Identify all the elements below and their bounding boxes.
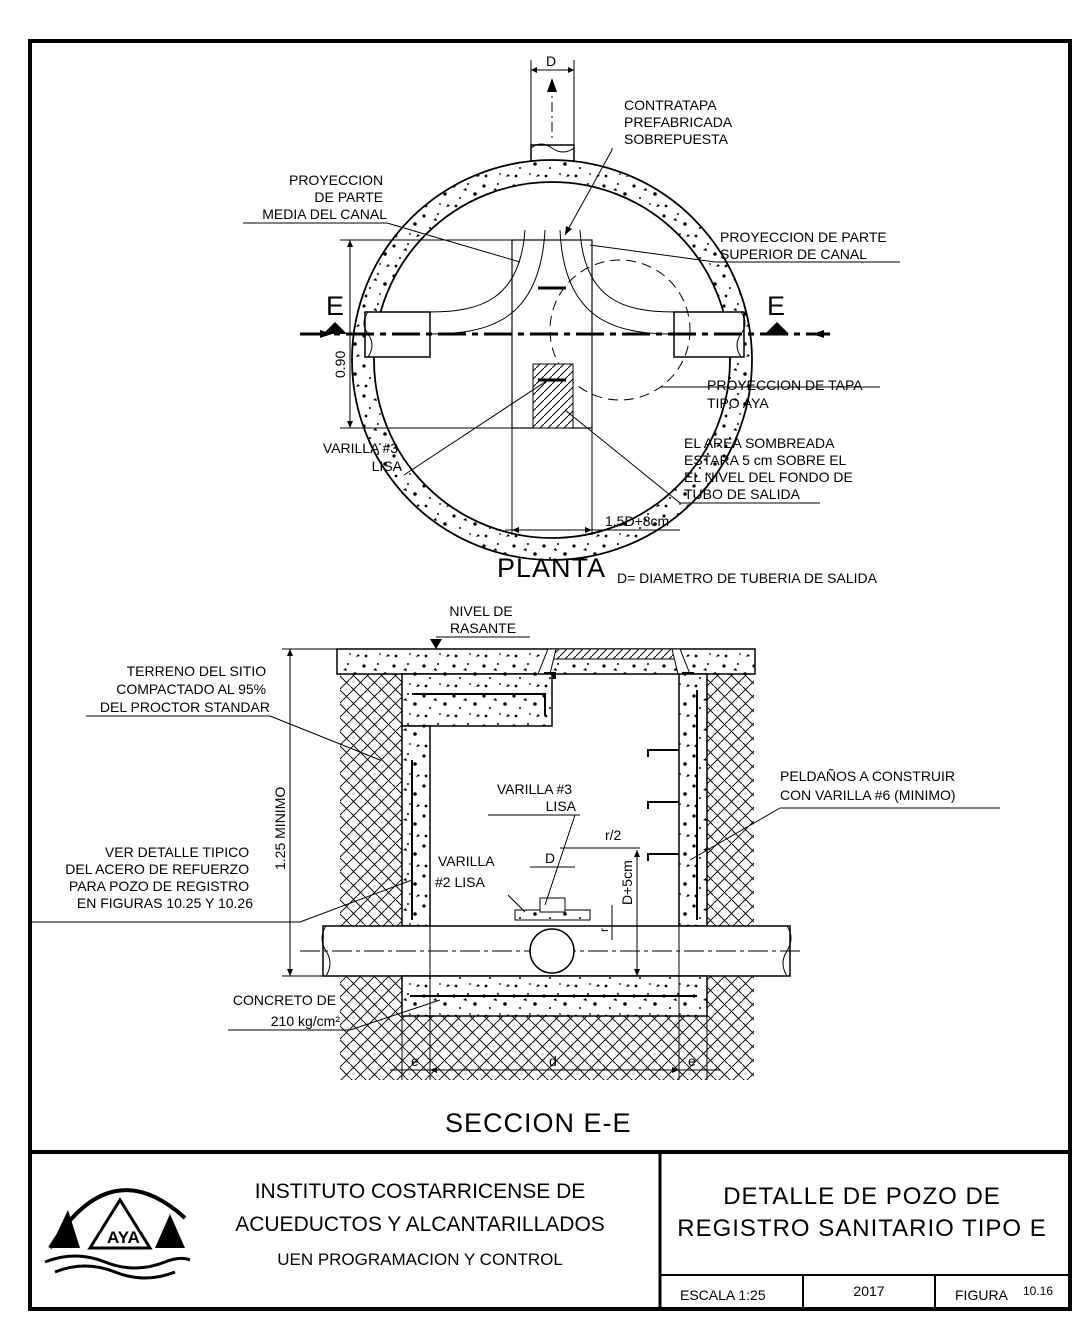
plan-note: D= DIAMETRO DE TUBERIA DE SALIDA [617,570,878,586]
section-dim-d5cm: D+5cm [619,860,635,905]
institution-line2: ACUEDUCTOS Y ALCANTARILLADOS [235,1213,605,1236]
top-slab [401,673,553,727]
section-dim-r: r [597,928,611,932]
section-mark-right: E [767,291,786,321]
label-concreto: CONCRETO DE 210 kg/cm² [233,992,340,1029]
plan-view: D E E 0.90 [243,53,900,586]
title-block: AYA INSTITUTO COSTARRICENSE DE ACUEDUCTO… [30,1150,1070,1309]
section-dim-e-right: e [688,1053,696,1069]
section-dim-e-left: e [411,1053,419,1069]
label-terreno: TERRENO DEL SITIO COMPACTADO AL 95% DEL … [100,663,270,715]
section-dim-r2: r/2 [605,827,622,843]
shaded-area [532,363,574,429]
plan-dim-090: 0.90 [332,351,348,378]
label-contratapa: CONTRATAPA PREFABRICADA SOBREPUESTA [624,97,735,147]
figure-label: FIGURA [955,1287,1009,1303]
institution-line3: UEN PROGRAMACION Y CONTROL [277,1250,563,1269]
plan-dim-15d: 1.5D+8cm [605,513,669,529]
label-proyeccion-superior: PROYECCION DE PARTE SUPERIOR DE CANAL [720,229,891,262]
year-label: 2017 [853,1283,884,1299]
wall-left [401,725,431,927]
section-mark-left: E [326,291,345,321]
aya-logo: AYA [44,1188,191,1280]
plan-dim-d: D [546,53,556,69]
sheet-border [28,39,1072,1311]
manhole-ring-inner [373,181,731,539]
wall-right [678,673,708,927]
section-dim-d-width: d [549,1053,557,1069]
drawing-title-line2: REGISTRO SANITARIO TIPO E [677,1215,1047,1242]
label-varilla2: VARILLA #2 LISA [435,853,498,890]
label-ver-detalle: VER DETALLE TIPICO DEL ACERO DE REFUERZO… [65,844,253,911]
section-dim-d: D [545,850,555,866]
section-dim-125: 1.25 MINIMO [272,787,288,870]
institution-line1: INSTITUTO COSTARRICENSE DE [255,1180,586,1203]
label-nivel-rasante: NIVEL DE RASANTE [449,603,516,636]
label-proyeccion-media: PROYECCION DE PARTE MEDIA DEL CANAL [262,172,387,222]
logo-text: AYA [107,1228,140,1247]
drawing-title-line1: DETALLE DE POZO DE [723,1183,1001,1210]
label-proyeccion-tapa: PROYECCION DE TAPA TIPO AYA [707,377,866,411]
plan-title: PLANTA [497,553,606,583]
scale-label: ESCALA 1:25 [680,1287,766,1303]
label-varilla3-section: VARILLA #3 LISA [497,781,577,814]
section-title: SECCION E-E [445,1108,632,1138]
section-view: 1.25 MINIMO D+5cm r r/2 D e d e [30,603,1000,1138]
label-area-sombreada: EL AREA SOMBREADA ESTARA 5 cm SOBRE EL E… [684,435,857,502]
label-varilla3-plan: VARILLA #3 LISA [323,440,403,474]
label-peldanos: PELDAÑOS A CONSTRUIR CON VARILLA #6 (MIN… [780,768,959,803]
figure-number: 10.16 [1023,1284,1053,1298]
